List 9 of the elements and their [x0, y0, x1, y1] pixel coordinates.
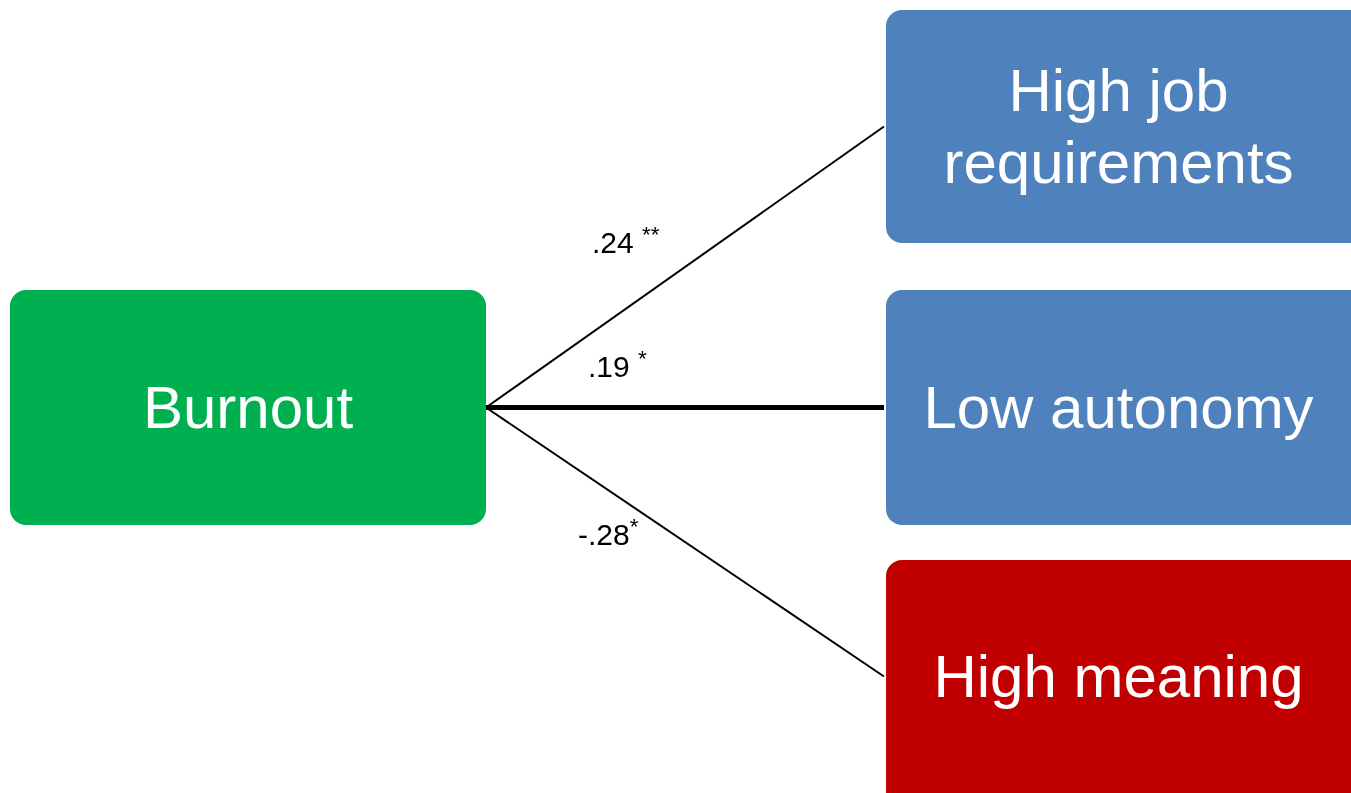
connector-line — [486, 405, 884, 410]
box-label: Burnout — [141, 372, 355, 443]
box-label: High job requirements — [942, 55, 1295, 198]
factor-box — [886, 560, 1351, 793]
box-label: High meaning — [932, 641, 1305, 712]
factor-box — [886, 290, 1351, 525]
box-label: Low autonomy — [922, 372, 1315, 443]
outcome-box — [10, 290, 486, 525]
factor-box — [886, 10, 1351, 243]
